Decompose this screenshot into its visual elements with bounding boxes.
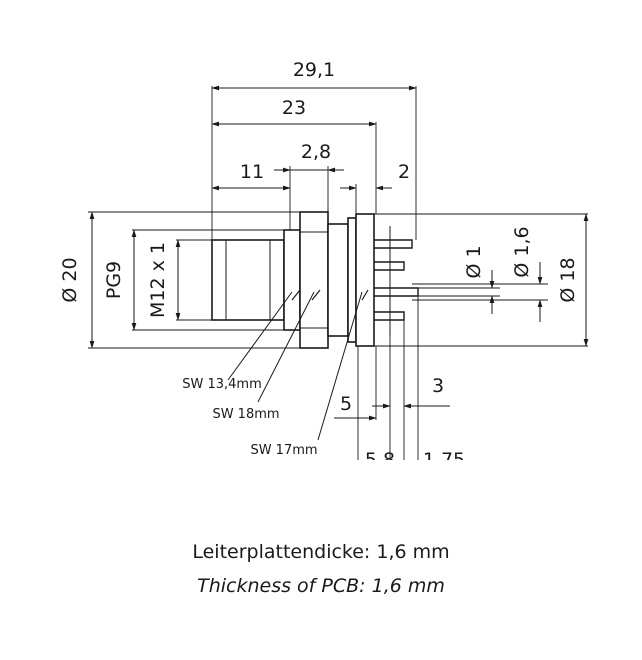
dim-body-length: 23 bbox=[282, 97, 306, 119]
hex-sw17 bbox=[327, 223, 349, 337]
dim-hole-diameter: Ø 1,6 bbox=[511, 226, 533, 277]
caption-german: Leiterplattendicke: 1,6 mm bbox=[192, 541, 450, 563]
dim-mount-thread: PG9 bbox=[103, 261, 125, 299]
sw-leaders bbox=[227, 291, 363, 441]
technical-drawing: 29,1 23 11 2,8 2 Ø 20 PG9 M12 x 1 Ø 1 Ø … bbox=[59, 59, 589, 460]
connector-body bbox=[211, 211, 419, 349]
label-sw-13-4: SW 13,4mm bbox=[182, 377, 262, 392]
caption-english: Thickness of PCB: 1,6 mm bbox=[197, 575, 445, 597]
dimension-lines bbox=[89, 85, 589, 421]
pins bbox=[374, 226, 419, 336]
label-sw-18: SW 18mm bbox=[212, 407, 279, 422]
dim-spacing-5-8: 5,8 bbox=[365, 449, 395, 460]
dim-spacing-3: 3 bbox=[432, 375, 444, 397]
rear-flange bbox=[347, 217, 357, 343]
dim-rear-offset: 2 bbox=[398, 161, 410, 183]
dim-thread-length: 11 bbox=[240, 161, 264, 183]
dim-pcb-diameter: Ø 18 bbox=[557, 257, 579, 302]
dim-connector-thread: M12 x 1 bbox=[147, 242, 169, 318]
pcb-plate bbox=[355, 213, 375, 347]
extension-lines bbox=[88, 86, 588, 460]
label-sw-17: SW 17mm bbox=[250, 443, 317, 458]
dim-overall-length: 29,1 bbox=[293, 59, 335, 81]
dim-pin-diameter: Ø 1 bbox=[463, 245, 485, 278]
dim-spacing-5: 5 bbox=[340, 393, 352, 415]
dim-nut-width: 2,8 bbox=[301, 141, 331, 163]
hex-sw13 bbox=[283, 229, 301, 331]
dim-spacing-1-75: 1,75 bbox=[423, 449, 465, 460]
dim-flange-diameter: Ø 20 bbox=[59, 257, 81, 302]
thread-section bbox=[211, 239, 285, 321]
